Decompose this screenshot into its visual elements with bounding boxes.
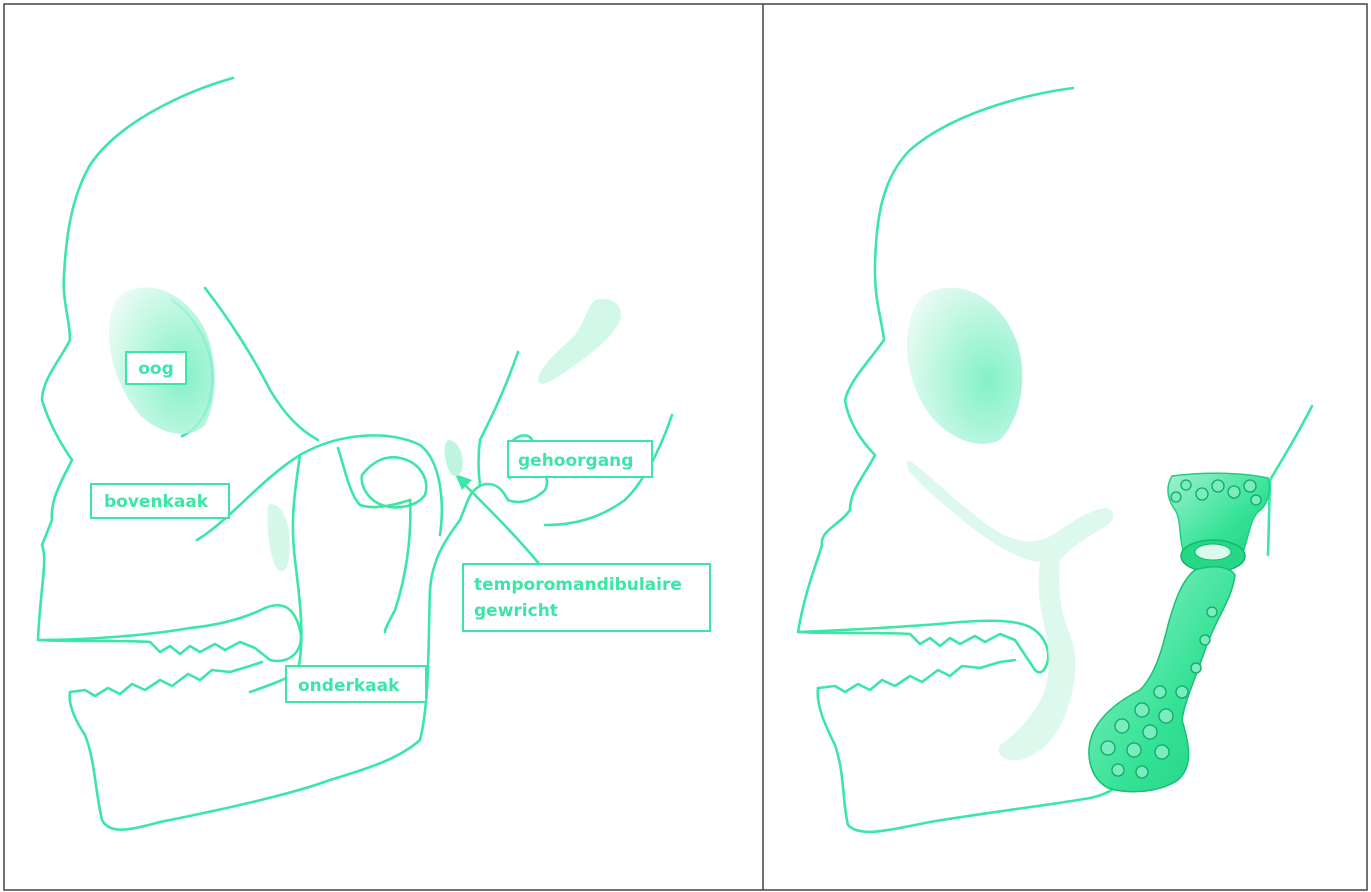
label-tmj-line1: temporomandibulaire: [474, 575, 682, 595]
label-maxilla: bovenkaak: [91, 484, 229, 518]
screw-hole: [1207, 607, 1217, 617]
left-tmj-arrowhead: [455, 474, 472, 490]
screw-hole: [1136, 766, 1148, 778]
right-zygoma-fill: [907, 461, 1113, 761]
left-tmj-fill: [445, 440, 463, 476]
left-zyg-fill: [267, 504, 290, 571]
left-lower-teeth: [70, 662, 262, 696]
right-mandible: [818, 688, 1115, 832]
screw-hole: [1176, 686, 1188, 698]
label-ear-canal: gehoorgang: [508, 441, 652, 477]
screw-hole: [1154, 686, 1166, 698]
screw-hole: [1200, 635, 1210, 645]
left-cheek-line: [205, 288, 318, 440]
right-upper-teeth: [798, 632, 1035, 670]
label-mandible-text: onderkaak: [298, 676, 400, 696]
screw-hole: [1159, 709, 1173, 723]
label-eye: oog: [126, 352, 186, 384]
left-ear-fill: [538, 299, 621, 384]
screw-hole: [1171, 492, 1181, 502]
left-zygoma-arch: [197, 435, 442, 540]
screw-hole: [1112, 764, 1124, 776]
left-ramus-line: [385, 500, 410, 632]
implant-condyle-top: [1195, 544, 1231, 560]
screw-hole: [1212, 480, 1224, 492]
label-ear-canal-text: gehoorgang: [518, 451, 633, 471]
right-lower-teeth: [818, 660, 1015, 692]
screw-hole: [1143, 725, 1157, 739]
screw-hole: [1155, 745, 1169, 759]
label-tmj: temporomandibulaire gewricht: [463, 564, 710, 631]
label-maxilla-text: bovenkaak: [104, 492, 209, 512]
screw-hole: [1191, 663, 1201, 673]
screw-hole: [1127, 743, 1141, 757]
label-tmj-line2: gewricht: [474, 601, 558, 621]
screw-hole: [1135, 703, 1149, 717]
screw-hole: [1115, 719, 1129, 733]
tmj-implant: [1089, 473, 1270, 792]
screw-hole: [1251, 495, 1261, 505]
screw-hole: [1181, 480, 1191, 490]
label-eye-text: oog: [138, 359, 174, 379]
left-condyle: [362, 457, 427, 507]
screw-hole: [1228, 486, 1240, 498]
screw-hole: [1244, 480, 1256, 492]
screw-hole: [1196, 488, 1208, 500]
right-eye-fill: [907, 288, 1022, 444]
left-tmj-arrow-line: [462, 482, 540, 565]
screw-hole: [1101, 741, 1115, 755]
right-ear-line: [1268, 406, 1312, 555]
left-ramus-inner: [293, 455, 302, 670]
left-upper-teeth: [38, 640, 270, 660]
label-mandible: onderkaak: [286, 666, 426, 702]
